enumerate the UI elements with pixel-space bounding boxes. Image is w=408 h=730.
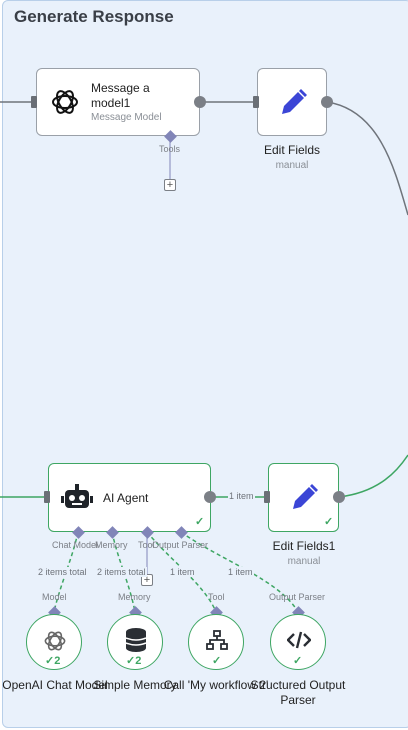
node-label: Edit Fields1 [272, 539, 336, 553]
run-count: 2 [54, 655, 61, 667]
node-structured-output-parser[interactable]: ✓ [270, 614, 326, 670]
edge-parser [180, 531, 299, 613]
robot-icon [61, 484, 93, 517]
port-label-tool: Tool [138, 540, 155, 550]
port-label-tools: Tools [159, 144, 181, 154]
add-tool-button[interactable]: + [141, 574, 153, 586]
code-icon [286, 631, 312, 654]
output-handle[interactable] [321, 96, 333, 108]
node-title: Message a model1 [91, 81, 150, 110]
sub-node-port-label: Memory [118, 592, 151, 602]
input-handle[interactable] [44, 491, 50, 503]
pencil-icon [276, 86, 310, 125]
node-title: AI Agent [103, 491, 149, 505]
sub-node-label: Call 'My workflow 2' [163, 678, 269, 692]
sitemap-icon [206, 630, 228, 655]
edge-label-tool: 1 item [169, 567, 196, 577]
sub-node-port-label: Output Parser [269, 592, 326, 602]
run-count: 2 [135, 655, 142, 667]
success-check-icon: ✓2 [126, 655, 142, 667]
port-label-chat-model: Chat Model [52, 540, 99, 550]
edge-edit-out [326, 101, 408, 216]
edge-label-items: 1 item [228, 491, 255, 501]
output-handle[interactable] [333, 491, 345, 503]
edge-edit1-out [338, 454, 408, 498]
sub-node-port-label: Model [42, 592, 67, 602]
node-edit-fields1[interactable]: ✓ [268, 463, 339, 532]
node-ai-agent[interactable]: AI Agent ✓ [48, 463, 211, 532]
success-check-icon: ✓ [195, 516, 205, 528]
node-message-model[interactable]: Message a model1 Message Model [36, 68, 200, 136]
edge-label-parser: 1 item [227, 567, 254, 577]
success-check-icon: ✓ [212, 655, 222, 667]
success-check-icon: ✓ [293, 655, 303, 667]
node-subtitle: manual [275, 160, 309, 171]
sub-node-label: Simple Memory [93, 678, 177, 692]
output-handle[interactable] [204, 491, 216, 503]
database-icon [125, 628, 147, 657]
openai-icon [43, 629, 67, 658]
output-handle[interactable] [194, 96, 206, 108]
node-subtitle: manual [287, 556, 321, 567]
port-label-output-parser: Output Parser [152, 540, 209, 550]
node-openai-chat-model[interactable]: ✓2 [26, 614, 82, 670]
node-simple-memory[interactable]: ✓2 [107, 614, 163, 670]
pencil-icon [287, 481, 321, 520]
node-subtitle: Message Model [91, 112, 162, 123]
success-check-icon: ✓2 [45, 655, 61, 667]
sub-node-port-label: Tool [208, 592, 225, 602]
input-handle[interactable] [253, 96, 259, 108]
node-call-workflow[interactable]: ✓ [188, 614, 244, 670]
input-handle[interactable] [31, 96, 37, 108]
edge-label-memory: 2 items total [96, 567, 147, 577]
input-handle[interactable] [264, 491, 270, 503]
group-title: Generate Response [14, 7, 174, 26]
sub-node-label: OpenAI Chat Model [2, 678, 108, 692]
node-label: Edit Fields [263, 143, 321, 157]
openai-icon [50, 87, 80, 117]
edge-label-model: 2 items total [37, 567, 88, 577]
port-label-memory: Memory [95, 540, 128, 550]
node-edit-fields[interactable] [257, 68, 327, 136]
add-tool-button[interactable]: + [164, 179, 176, 191]
success-check-icon: ✓ [324, 516, 334, 528]
sub-node-label: Structured Output Parser [250, 678, 346, 707]
